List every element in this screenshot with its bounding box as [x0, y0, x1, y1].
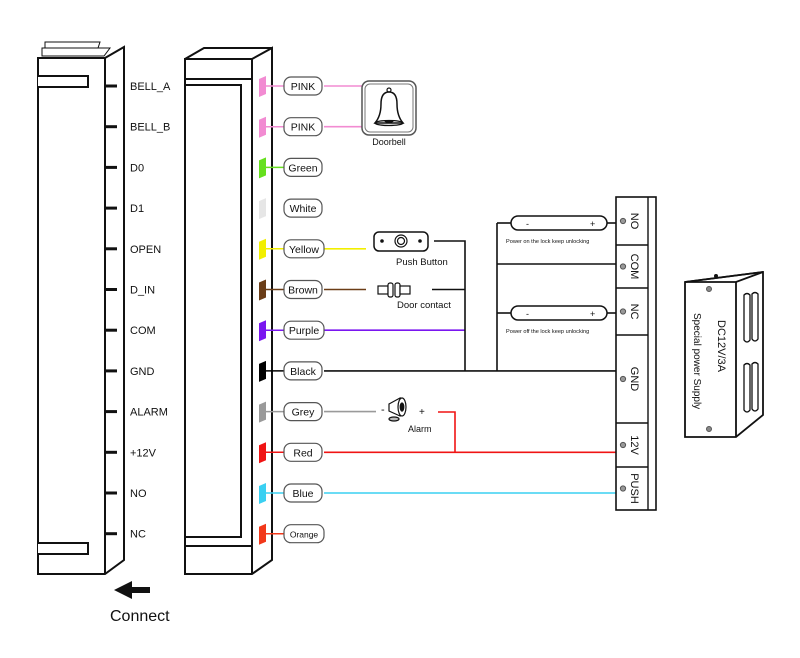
wire-swatch [259, 360, 266, 382]
lock-nc-caption: Power off the lock keep unlocking [506, 329, 589, 335]
lock-no-caption: Power on the lock keep unlocking [506, 239, 589, 245]
lock-no-minus: - [526, 219, 529, 229]
wire-swatch [259, 76, 266, 97]
wire-label: White [290, 203, 317, 215]
power-supply-rating: DC12V/3A [715, 320, 727, 373]
alarm-label: Alarm [408, 424, 432, 434]
wire-swatch [259, 523, 266, 545]
wire-label-box [283, 198, 323, 218]
wire-swatch [259, 198, 266, 220]
wire-label: Black [290, 366, 316, 378]
alarm-siren-icon [388, 396, 407, 422]
wire-label: PINK [291, 81, 316, 93]
power-supply-icon [684, 270, 764, 438]
lock-no-plus: + [590, 219, 595, 229]
terminal-screw-icon [619, 441, 627, 449]
lock-nc-plus: + [590, 309, 595, 319]
doorbell-icon [361, 80, 417, 136]
wire-label-box [283, 402, 323, 422]
alarm-plus: + [419, 407, 425, 418]
wire-label-box [283, 442, 323, 462]
power-supply-name: Special power Supply [691, 313, 702, 409]
wire-swatch [259, 401, 266, 423]
terminal-screw-icon [619, 217, 627, 225]
pin-label: OPEN [130, 244, 161, 256]
terminal-screw-icon [619, 263, 627, 270]
wire-swatch [259, 483, 266, 504]
lock-load-no: - + [510, 215, 608, 231]
wire-swatch [259, 116, 266, 138]
pin-label: BELL_A [130, 81, 171, 93]
wire-label: Brown [288, 285, 318, 297]
wire-swatch [259, 157, 266, 179]
door-contact-label: Door contact [397, 300, 451, 311]
terminal-screw-icon [619, 375, 627, 383]
push-button-icon [373, 231, 429, 252]
wire-label-box [283, 157, 323, 177]
left-connector [37, 41, 125, 575]
wire-swatch [259, 238, 266, 260]
wire-swatch [259, 442, 266, 464]
terminal-label: COM [628, 254, 640, 280]
wire-alarm-plus [438, 411, 456, 453]
connect-label: Connect [110, 608, 170, 625]
terminal-label: 12V [628, 435, 640, 455]
terminal-label: PUSH [628, 473, 640, 504]
wire-swatch [259, 279, 266, 301]
wire-label: Orange [290, 530, 319, 540]
wire-label-box [283, 239, 325, 259]
door-contact-icon [377, 282, 411, 298]
pin-label: D0 [130, 162, 144, 174]
wire-label-box [283, 320, 325, 340]
wire-label: Grey [292, 407, 316, 419]
terminal-label: NC [628, 304, 640, 320]
wire-label-box [283, 117, 323, 137]
terminal-screw-icon [619, 485, 627, 492]
lock-nc-minus: - [526, 309, 529, 319]
wire-label-box [283, 76, 323, 96]
wire-label-box [283, 483, 323, 503]
pin-label: D_IN [130, 285, 155, 297]
terminal-screw-icon [619, 308, 627, 315]
pin-label: D1 [130, 203, 144, 215]
terminal-block: NO COM NC GND 12V PUSH [615, 196, 657, 511]
pin-label: BELL_B [130, 122, 170, 134]
connect-arrow-icon [114, 581, 150, 599]
pin-label: NO [130, 488, 147, 500]
wire-label: Purple [289, 325, 320, 337]
pin-label: GND [130, 366, 155, 378]
pin-label: ALARM [130, 407, 168, 419]
right-connector [184, 46, 273, 575]
wire-label: Blue [292, 488, 313, 500]
terminal-label: NO [628, 213, 640, 230]
push-button-label: Push Button [396, 257, 448, 268]
wire-label: PINK [291, 122, 316, 134]
wire-label: Red [293, 447, 312, 459]
doorbell-label: Doorbell [372, 137, 406, 147]
wire-label: Green [288, 162, 317, 174]
pin-label: NC [130, 529, 146, 541]
wire-swatch [259, 320, 266, 342]
alarm-minus: - [381, 404, 385, 416]
wire-label: Yellow [289, 244, 319, 256]
wire-push-return [434, 240, 466, 371]
wire-label-box [283, 361, 323, 381]
pin-label: +12V [130, 447, 157, 459]
pin-label: COM [130, 325, 156, 337]
terminal-label: GND [628, 367, 640, 392]
wire-label-box [283, 279, 323, 300]
wire-label-box [283, 524, 325, 544]
lock-load-nc: - + [510, 305, 608, 321]
